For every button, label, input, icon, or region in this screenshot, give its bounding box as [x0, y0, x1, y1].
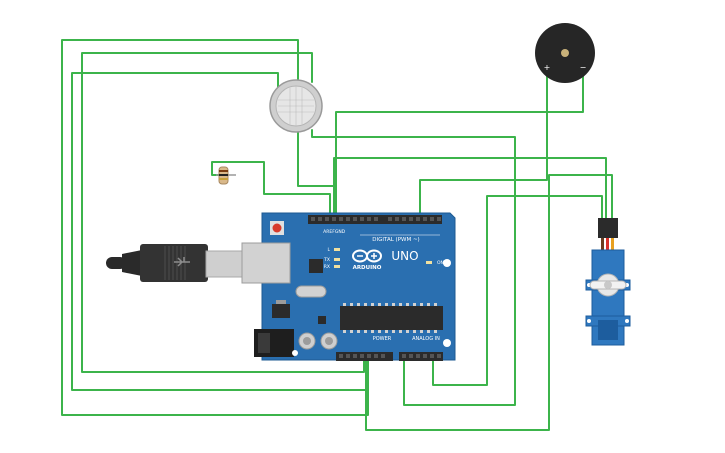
gas-sensor-mesh-lines: [278, 86, 314, 126]
digital-header-pins: [311, 217, 441, 221]
servo-wire-brown: [601, 238, 604, 250]
reset-button[interactable]: [272, 223, 282, 233]
gas-sensor[interactable]: [269, 79, 323, 133]
led-rx: [334, 265, 340, 268]
wire-servo-gnd[interactable]: [432, 195, 603, 386]
aref-label: AREF: [323, 229, 335, 235]
smd-chip: [318, 316, 326, 324]
resistor[interactable]: [216, 166, 236, 185]
mounting-hole-1: [443, 259, 451, 267]
voltage-regulator: [272, 304, 290, 318]
power-label: POWER: [373, 336, 392, 342]
wire-buzzer-gnd[interactable]: [335, 74, 584, 217]
led-rx-label: RX: [324, 264, 330, 270]
usb-plug-strain: [122, 250, 142, 276]
arduino-board[interactable]: DIGITAL (PWM ~) AREF GND L TX RX ARDUINO…: [241, 212, 456, 361]
power-header: [336, 352, 393, 361]
resistor-band-1: [219, 170, 228, 172]
wire-resistor-left[interactable]: [211, 161, 331, 217]
analog-header: [399, 352, 443, 361]
resistor-band-3: [219, 178, 228, 180]
usb-metal-connector: [205, 250, 245, 278]
led-l: [334, 248, 340, 251]
usb-chip: [309, 259, 323, 273]
digital-label: DIGITAL (PWM ~): [372, 237, 419, 243]
buzzer-center: [561, 49, 569, 57]
buzzer-minus-label: −: [580, 63, 587, 72]
wire-sensor-top[interactable]: [81, 52, 365, 373]
usb-plug-icon: [140, 244, 208, 282]
servo-label-area: [598, 320, 618, 340]
servo-wire-orange: [611, 238, 614, 250]
led-l-label: L: [327, 247, 330, 253]
atmega-chip-pins: [343, 303, 437, 333]
arduino-logo-icon: [352, 249, 382, 263]
resistor-band-2: [219, 174, 228, 176]
uno-label: UNO: [391, 249, 418, 263]
wire-servo-signal[interactable]: [365, 174, 613, 431]
arduino-logo-text: ARDUINO: [353, 265, 382, 271]
wires: [61, 39, 613, 431]
servo-motor[interactable]: [585, 218, 631, 346]
led-tx: [334, 258, 340, 261]
usb-cable-end: [106, 257, 126, 269]
piezo-buzzer[interactable]: + −: [535, 23, 595, 83]
led-on: [426, 261, 432, 264]
wire-gnd-outer[interactable]: [61, 39, 369, 416]
wire-buzzer-plus[interactable]: [419, 74, 548, 217]
analog-label: ANALOG IN: [412, 336, 440, 342]
usb-cable[interactable]: [106, 244, 245, 282]
analog-header-pins: [402, 354, 441, 358]
wire-sensor-out[interactable]: [311, 129, 516, 406]
atmega-chip: [340, 306, 443, 330]
dc-jack-inner: [258, 333, 270, 353]
servo-horn-center: [604, 281, 612, 289]
mounting-hole-3: [292, 350, 298, 356]
crystal: [295, 285, 327, 298]
power-header-pins: [339, 354, 385, 358]
usb-b-port: [241, 242, 291, 284]
regulator-tab: [276, 300, 286, 304]
servo-connector: [598, 218, 618, 238]
led-tx-label: TX: [323, 257, 330, 263]
usb-symbol-icon: [174, 257, 190, 267]
wire-servo-vcc[interactable]: [333, 157, 607, 221]
servo-wire-red: [606, 238, 609, 250]
mounting-hole-2: [443, 339, 451, 347]
on-label: ON: [437, 260, 444, 266]
gnd-label: GND: [335, 229, 346, 235]
buzzer-plus-label: +: [544, 63, 551, 72]
